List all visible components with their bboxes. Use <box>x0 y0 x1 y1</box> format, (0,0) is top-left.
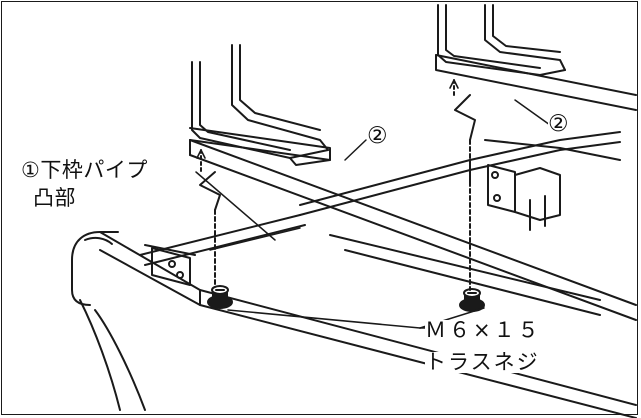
part1-label: ①下枠パイプ <box>21 158 148 182</box>
mounting-tab-left <box>144 244 196 286</box>
part2-label-right: ② <box>548 111 569 137</box>
front-rail <box>71 231 637 418</box>
part2-label-mid: ② <box>367 123 388 149</box>
part1-sublabel: 凸部 <box>33 186 76 210</box>
base-pipe <box>139 214 306 266</box>
screw-type-label: トラスネジ <box>425 350 540 374</box>
insert-arrow-right <box>449 79 476 291</box>
mounting-tab-right <box>487 164 561 231</box>
upright-bracket-right <box>435 4 637 111</box>
frame-rails-back <box>299 131 621 316</box>
screw-left <box>207 285 233 309</box>
screw-right <box>459 288 485 312</box>
upright-bracket-left <box>189 44 331 166</box>
insert-arrow-left <box>196 149 221 286</box>
crossbar <box>189 139 637 321</box>
screw-spec-label: Ｍ６×１５ <box>425 318 542 342</box>
